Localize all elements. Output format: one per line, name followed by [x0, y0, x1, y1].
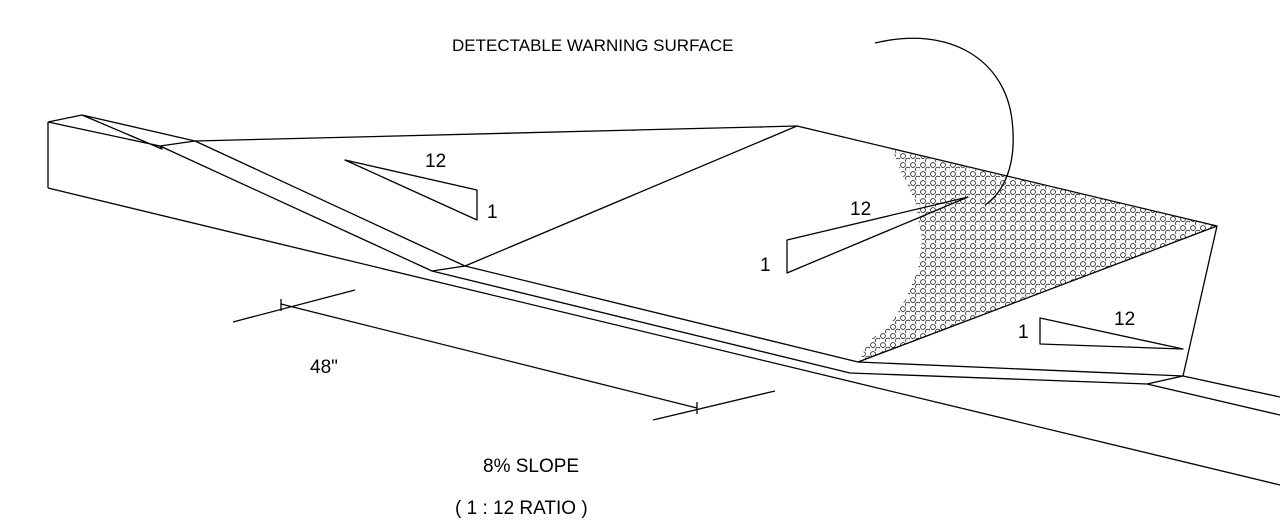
- ratio-run-mid: 12: [850, 199, 871, 220]
- curb-block-right: [1146, 375, 1280, 416]
- dimension-48: [232, 289, 776, 421]
- curb-block-left: [47, 114, 196, 188]
- dimension-label: 48": [310, 357, 338, 378]
- ratio-run-right: 12: [1114, 309, 1135, 330]
- slope-triangle-right: [1039, 317, 1184, 350]
- ramp-gutter-edges: [431, 265, 1184, 385]
- leader-curve: [874, 37, 1014, 206]
- slope-label: 8% SLOPE: [483, 456, 579, 477]
- gutter-line: [47, 187, 1280, 486]
- ramp-geometry: [47, 37, 1280, 486]
- ratio-label: ( 1 : 12 RATIO ): [455, 498, 588, 519]
- ratio-rise-right: 1: [1018, 322, 1029, 343]
- warning-label: DETECTABLE WARNING SURFACE: [452, 36, 733, 55]
- right-flare-edge: [1182, 225, 1218, 377]
- slope-triangle-mid: [786, 196, 969, 274]
- slope-triangle-left: [344, 159, 478, 221]
- ratio-rise-left: 1: [487, 202, 498, 223]
- ratio-run-left: 12: [425, 151, 446, 172]
- ratio-rise-mid: 1: [760, 255, 771, 276]
